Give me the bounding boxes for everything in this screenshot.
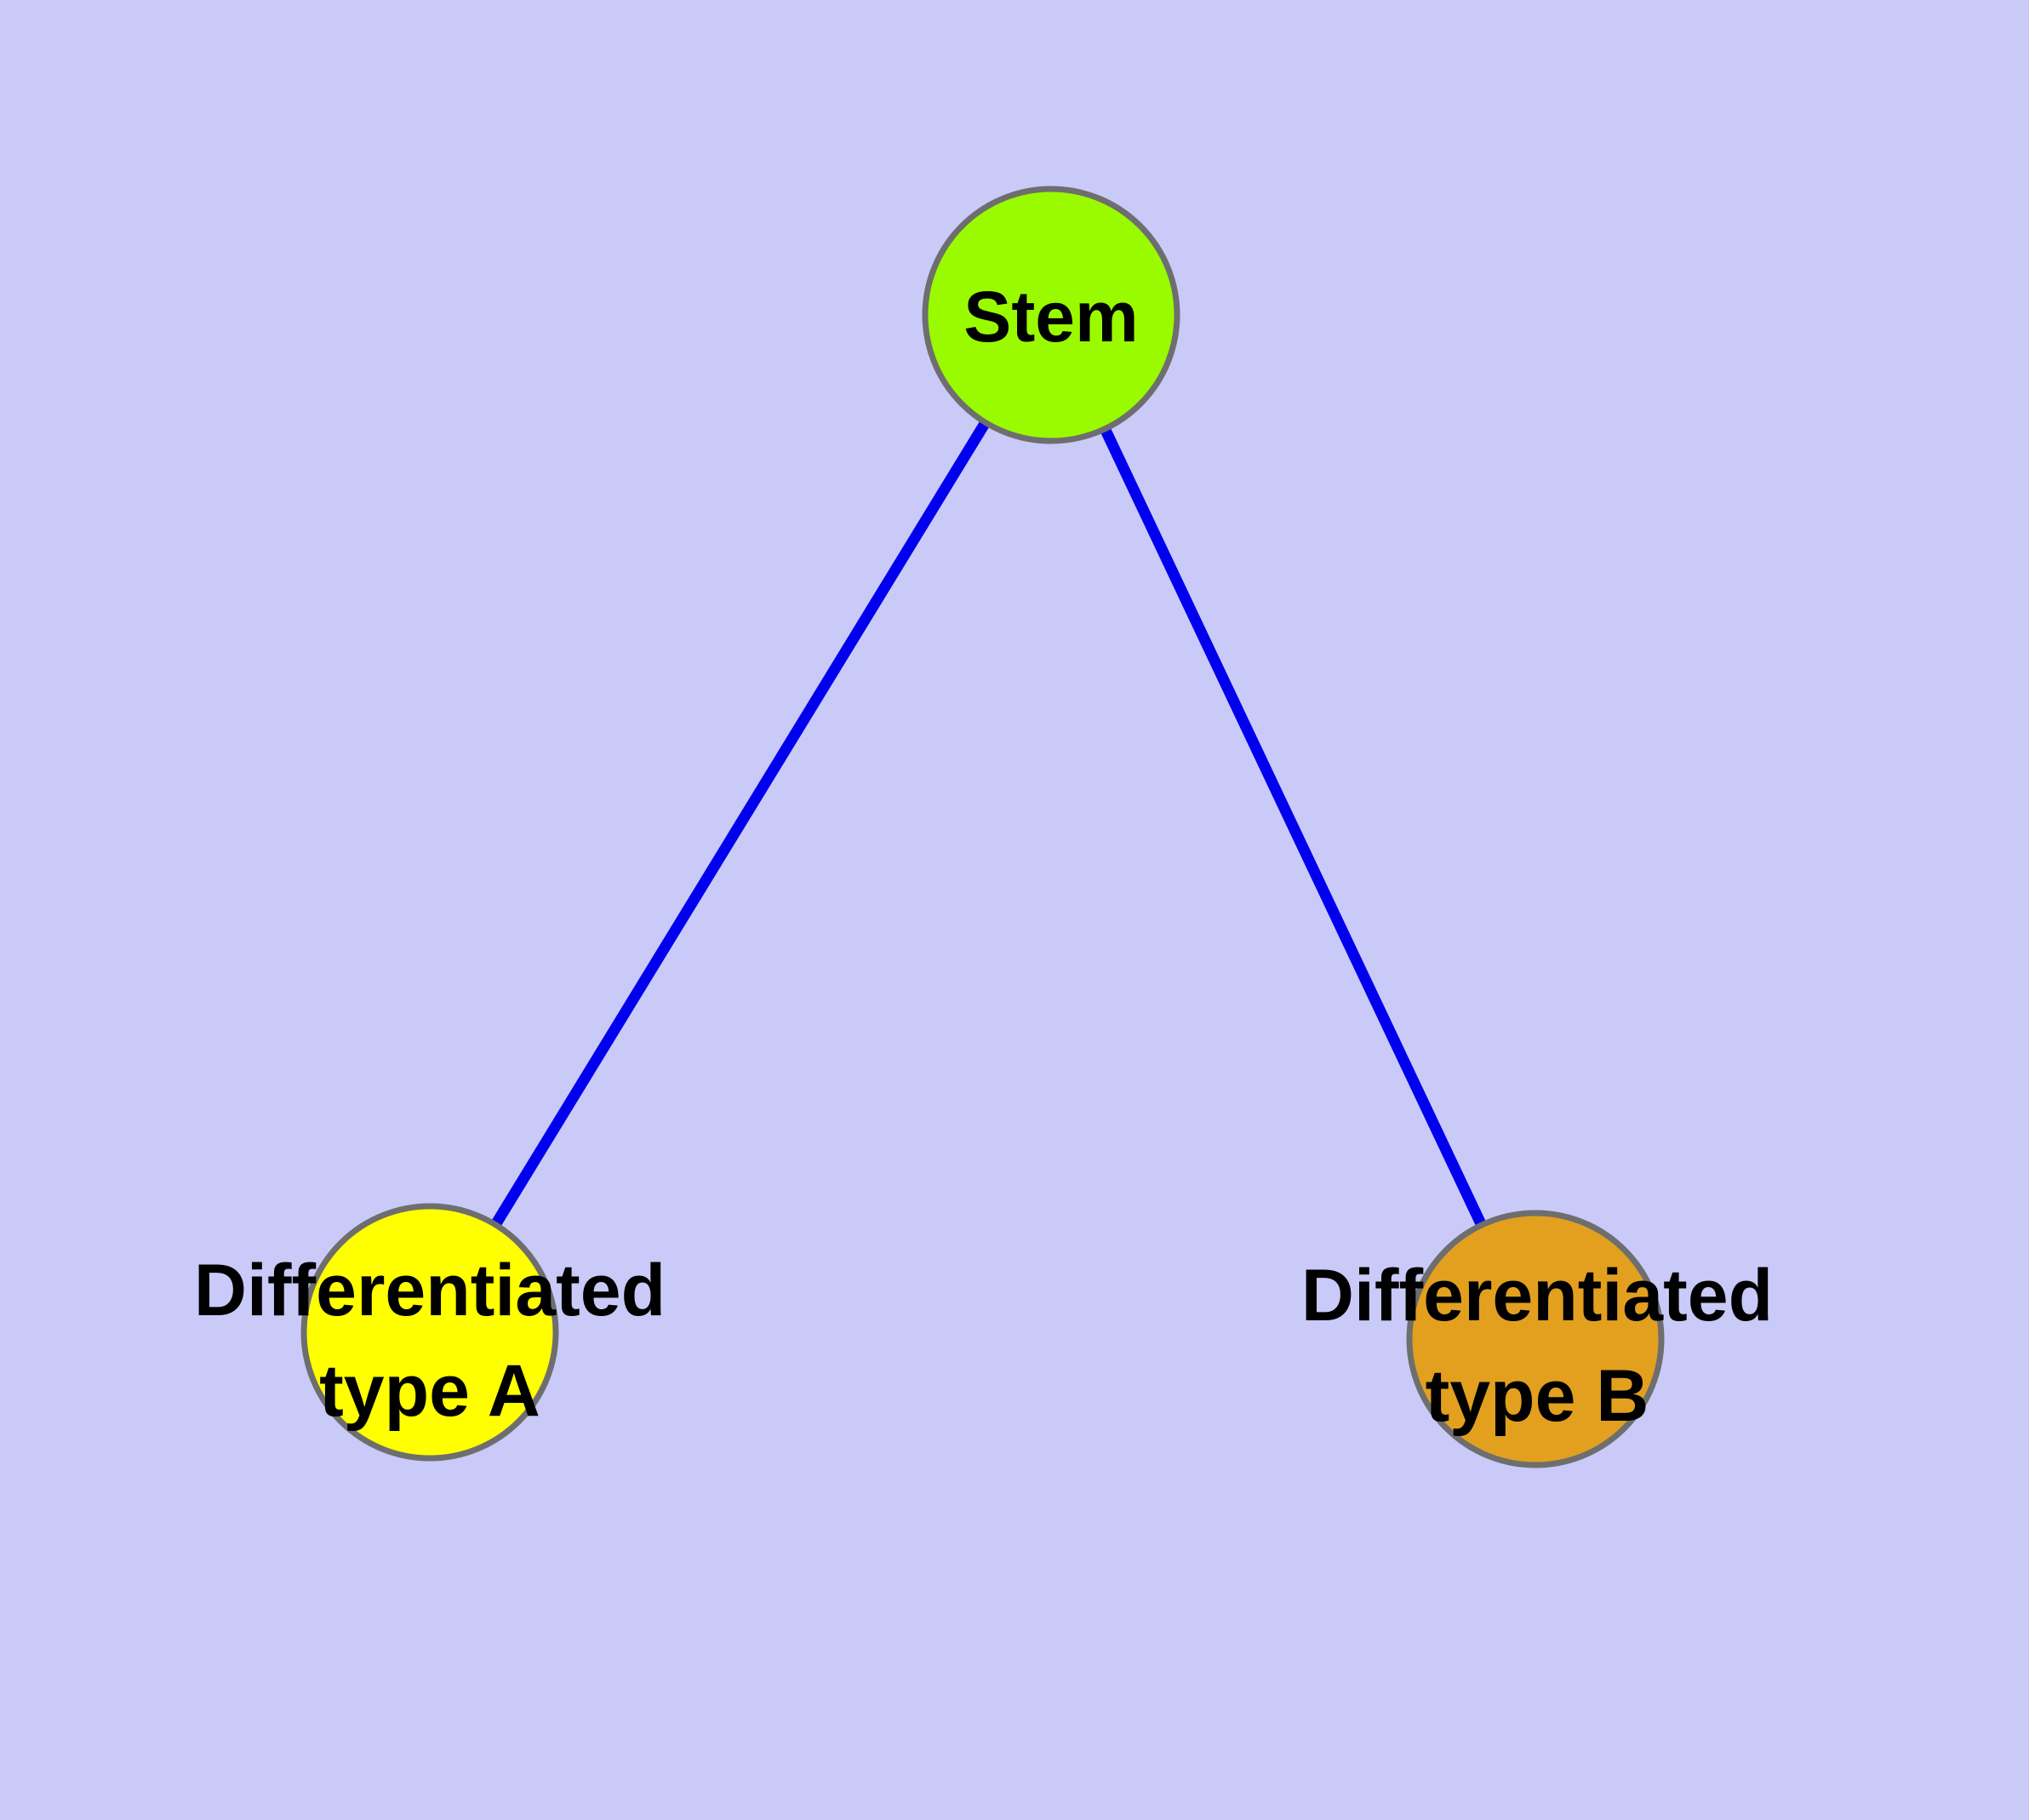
node-type-a-label-line2: type A	[319, 1350, 540, 1432]
edge-stem-to-type-a	[425, 312, 1056, 1336]
node-stem	[922, 186, 1180, 444]
node-type-b-label-line1: Differentiated	[1301, 1255, 1773, 1336]
node-differentiated-type-b	[1406, 1210, 1665, 1468]
edge-stem-to-type-b	[1046, 312, 1540, 1342]
node-differentiated-type-a	[300, 1203, 559, 1462]
node-type-b-label-line2: type B	[1426, 1355, 1649, 1437]
node-type-a-label-line1: Differentiated	[194, 1250, 666, 1331]
node-stem-label: Stem	[963, 277, 1138, 357]
